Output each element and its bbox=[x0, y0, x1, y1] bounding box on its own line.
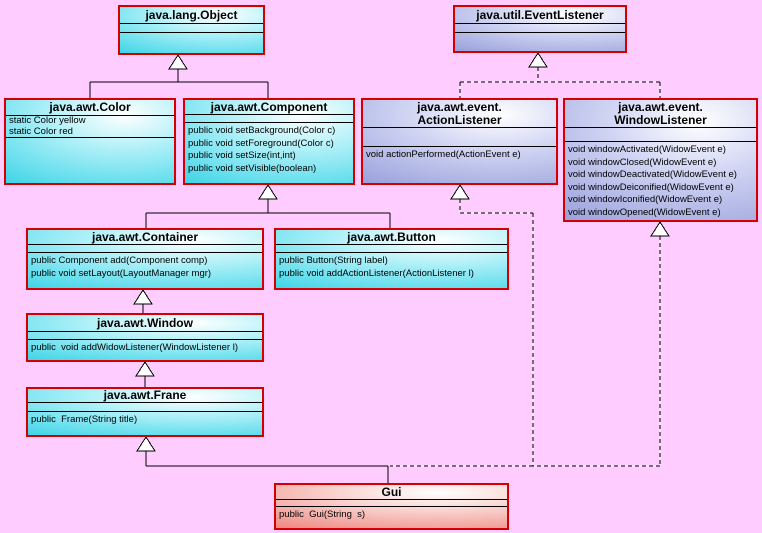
methods-compartment: public Frame(String title) bbox=[31, 414, 138, 425]
class-title: java.awt.Color bbox=[6, 100, 174, 116]
attributes-compartment bbox=[185, 115, 353, 123]
class-title: java.util.EventListener bbox=[455, 7, 625, 24]
hollow-triangle-arrow bbox=[168, 54, 188, 70]
attributes-compartment: static Color yellow static Color red bbox=[6, 116, 174, 138]
class-title: java.awt.Container bbox=[28, 230, 262, 245]
methods-compartment: public Gui(String s) bbox=[279, 509, 366, 520]
realization-gui-windowlistener bbox=[533, 221, 670, 467]
attributes-compartment bbox=[28, 245, 262, 253]
attributes-compartment bbox=[28, 403, 262, 412]
attributes-compartment bbox=[565, 128, 756, 142]
class-title: java.awt.Frane bbox=[28, 389, 262, 403]
realization-gui-actionlistener bbox=[390, 184, 534, 467]
attributes-compartment bbox=[455, 24, 625, 33]
attributes-compartment bbox=[120, 24, 263, 33]
hollow-triangle-arrow bbox=[650, 221, 670, 237]
class-title: java.awt.event. ActionListener bbox=[363, 100, 556, 128]
class-title: java.awt.event. WindowListener bbox=[565, 100, 756, 128]
class-box-java-awt-button[interactable]: java.awt.Button public Button(String lab… bbox=[274, 228, 509, 290]
attributes-compartment bbox=[276, 245, 507, 253]
hollow-triangle-arrow bbox=[135, 361, 155, 377]
hollow-triangle-arrow bbox=[133, 289, 153, 305]
class-title: java.awt.Component bbox=[185, 100, 353, 115]
class-box-java-awt-event-actionlistener[interactable]: java.awt.event. ActionListener void acti… bbox=[361, 98, 558, 185]
class-box-java-util-eventlistener[interactable]: java.util.EventListener bbox=[453, 5, 627, 53]
generalization-frame-window bbox=[135, 361, 155, 387]
generalization-gui-frame bbox=[136, 436, 389, 483]
hollow-triangle-arrow bbox=[528, 52, 548, 68]
class-box-java-awt-frame[interactable]: java.awt.Frane public Frame(String title… bbox=[26, 387, 264, 437]
class-title: java.awt.Button bbox=[276, 230, 507, 245]
methods-compartment bbox=[6, 138, 174, 183]
class-title: Gui bbox=[276, 485, 507, 500]
methods-compartment: public void setBackground(Color c) publi… bbox=[188, 125, 336, 174]
attributes-compartment bbox=[28, 332, 262, 340]
class-title: java.awt.Window bbox=[28, 315, 262, 332]
hollow-triangle-arrow bbox=[258, 184, 278, 200]
class-box-java-awt-color[interactable]: java.awt.Color static Color yellow stati… bbox=[4, 98, 176, 185]
methods-compartment: public Button(String label) public void … bbox=[279, 255, 474, 279]
hollow-triangle-arrow bbox=[136, 436, 156, 452]
methods-compartment bbox=[455, 33, 625, 51]
generalization-component-children bbox=[145, 184, 391, 228]
class-box-java-lang-object[interactable]: java.lang.Object bbox=[118, 5, 265, 55]
generalization-window-container bbox=[133, 289, 153, 313]
class-box-java-awt-container[interactable]: java.awt.Container public Component add(… bbox=[26, 228, 264, 290]
attributes-compartment bbox=[363, 128, 556, 147]
class-box-java-awt-window[interactable]: java.awt.Window public void addWidowList… bbox=[26, 313, 264, 362]
methods-compartment: public void addWidowListener(WindowListe… bbox=[31, 342, 238, 353]
hollow-triangle-arrow bbox=[450, 184, 470, 200]
class-title: java.lang.Object bbox=[120, 7, 263, 24]
realization-eventlistener-children bbox=[459, 52, 661, 98]
methods-compartment bbox=[120, 33, 263, 53]
methods-compartment: public Component add(Component comp) pub… bbox=[31, 255, 212, 279]
methods-compartment: void actionPerformed(ActionEvent e) bbox=[366, 149, 521, 160]
attributes-compartment bbox=[276, 500, 507, 507]
class-box-gui[interactable]: Gui public Gui(String s) bbox=[274, 483, 509, 530]
class-box-java-awt-event-windowlistener[interactable]: java.awt.event. WindowListener void wind… bbox=[563, 98, 758, 222]
class-box-java-awt-component[interactable]: java.awt.Component public void setBackgr… bbox=[183, 98, 355, 185]
methods-compartment: void windowActivated(WidowEvent e) void … bbox=[568, 144, 737, 218]
generalization-object-children bbox=[89, 54, 269, 98]
